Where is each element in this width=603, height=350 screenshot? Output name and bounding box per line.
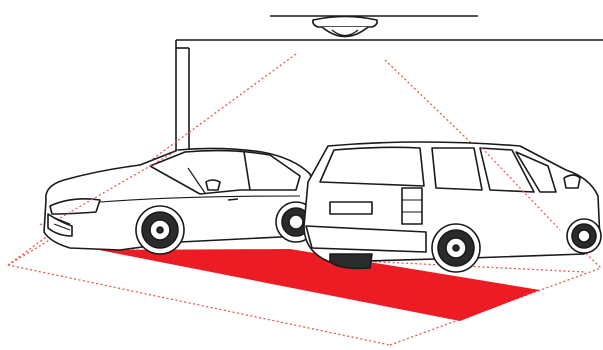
hatchback-car — [43, 147, 319, 255]
fov-ground-right — [389, 267, 602, 346]
fov-ground-front — [7, 264, 391, 346]
fov-overlay-lines — [59, 147, 561, 231]
red-detection-zone — [99, 249, 540, 321]
dome-camera-icon — [312, 15, 378, 38]
station-wagon-car — [303, 141, 602, 273]
building-structure — [175, 15, 603, 157]
